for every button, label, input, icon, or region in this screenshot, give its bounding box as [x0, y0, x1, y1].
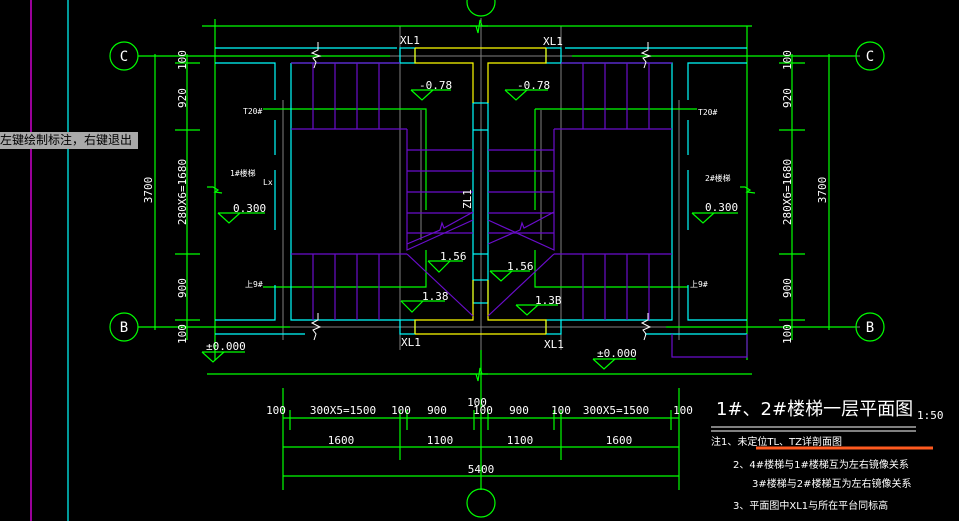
elevation-label: 1.38	[422, 290, 449, 303]
dimension-text: 900	[781, 278, 794, 298]
beam-label: XL1	[543, 35, 563, 48]
axis-bubble-c-right: C	[855, 41, 885, 71]
dimension-text: 280X6=1680	[781, 159, 794, 225]
dimension-text: 100	[391, 404, 411, 417]
elevation-triangles	[201, 89, 738, 370]
walls	[215, 47, 747, 335]
dimension-text: 100	[673, 404, 693, 417]
dimension-text: 1600	[328, 434, 355, 447]
axis-bubble-c-left: C	[109, 41, 139, 71]
dimension-text: 100	[176, 324, 189, 344]
beam-label: XL1	[544, 338, 564, 351]
axis-label: C	[120, 49, 128, 65]
beam-label: XL1	[401, 336, 421, 349]
dimension-text: 920	[781, 88, 794, 108]
elevation-label: ±0.000	[206, 340, 246, 353]
elevation-label: 1.56	[507, 260, 534, 273]
note-line: 3#楼梯与2#楼梯互为左右镜像关系	[752, 477, 911, 490]
dimension-text: 100	[266, 404, 286, 417]
dimension-text: 920	[176, 88, 189, 108]
dimension-text: 900	[509, 404, 529, 417]
vertical-dimensions-left: 100 920 280X6=1680 900 100 3700	[142, 50, 189, 344]
step-label: T20#	[243, 107, 262, 116]
stair-name: 1#楼梯	[230, 168, 256, 178]
note-line: 注1、未定位TL、TZ详剖面图	[711, 435, 842, 448]
break-marks	[310, 42, 652, 341]
dimension-text: 900	[176, 278, 189, 298]
dimension-text: 100	[781, 324, 794, 344]
dimension-text: 100	[551, 404, 571, 417]
drawing-scale: 1:50	[917, 409, 944, 422]
drawing-title: 1#、2#楼梯一层平面图	[716, 399, 913, 420]
step-label: 上9#	[245, 280, 263, 289]
dimension-total-text: 5400	[468, 463, 495, 476]
command-prompt-tooltip: 左键绘制标注，右键退出	[0, 132, 139, 149]
step-label: T20#	[698, 108, 717, 117]
stair-name: 2#楼梯	[705, 173, 731, 183]
vertical-dimensions-right: 100 920 280X6=1680 900 100 3700	[781, 50, 829, 344]
axis-label: C	[866, 49, 874, 65]
dimension-text: 1100	[507, 434, 534, 447]
step-label: 上9#	[690, 280, 708, 289]
axis-label: B	[120, 320, 128, 336]
dimension-text: 1100	[427, 434, 454, 447]
dimension-text: 100	[473, 404, 493, 417]
elevation-label: 0.300	[233, 202, 266, 215]
beams	[414, 47, 547, 335]
note-line: 2、4#楼梯与1#楼梯互为左右镜像关系	[733, 458, 909, 471]
lx-label: Lx	[263, 178, 273, 187]
axis-bubble-b-right: B	[855, 312, 885, 342]
dimension-text: 300X5=1500	[310, 404, 376, 417]
dimension-text: 280X6=1680	[176, 159, 189, 225]
dimension-text: 1600	[606, 434, 633, 447]
beam-label: XL1	[400, 34, 420, 47]
dimension-lines	[138, 19, 855, 490]
dimension-text: 100	[176, 50, 189, 70]
dimension-text: 100	[781, 50, 794, 70]
dimension-text: 900	[427, 404, 447, 417]
dimension-total-text: 3700	[816, 177, 829, 204]
elevation-label: 1.3B	[535, 294, 562, 307]
axis-bubble-b-left: B	[109, 312, 139, 342]
elevation-label: 0.300	[705, 201, 738, 214]
dimension-text: 300X5=1500	[583, 404, 649, 417]
elevation-label: -0.78	[517, 79, 550, 92]
dimension-total-text: 3700	[142, 177, 155, 204]
axis-label: B	[866, 320, 874, 336]
note-line: 3、平面图中XL1与所在平台同标高	[733, 499, 888, 512]
stair-treads	[291, 62, 748, 358]
post-label: ZL1	[461, 189, 474, 209]
axis-bubble-top	[466, 0, 496, 17]
dimension-text: 100	[467, 396, 487, 409]
elevation-label: -0.78	[419, 79, 452, 92]
elevation-label: 1.56	[440, 250, 467, 263]
axis-bubble-bottom	[466, 488, 496, 518]
elevation-label: ±0.000	[597, 347, 637, 360]
